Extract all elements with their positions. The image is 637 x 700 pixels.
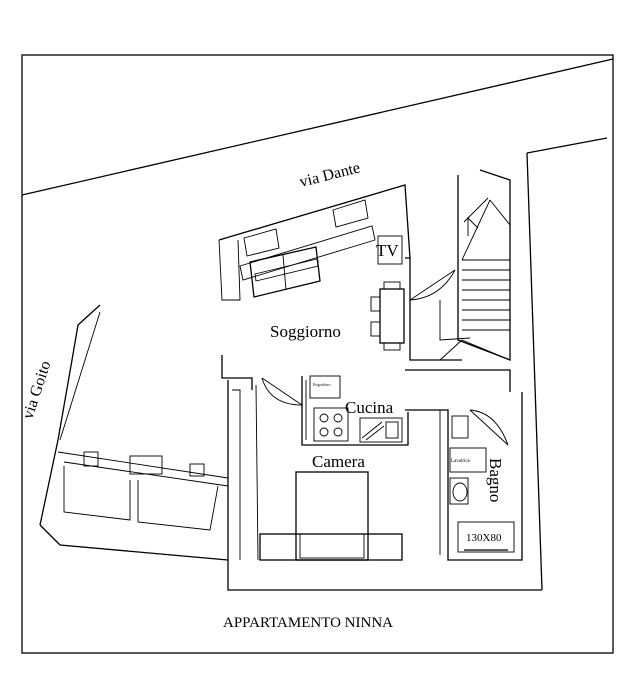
- stove: [313, 407, 349, 442]
- fridge: [309, 375, 341, 399]
- sink: [359, 417, 403, 443]
- dining-table: [370, 281, 405, 351]
- apartment-outer-walls: [218, 184, 542, 591]
- kitchen: [261, 375, 409, 446]
- living-room-walls: [405, 257, 511, 392]
- window-boxes: [239, 199, 376, 281]
- fridge-label: Frigorifero: [313, 382, 331, 387]
- shower-label: 130X80: [466, 532, 502, 544]
- tv-label: TV: [376, 241, 399, 260]
- washbasin: [451, 415, 469, 439]
- sofa: [249, 246, 321, 298]
- tv-unit: [377, 235, 403, 265]
- washing-machine: [449, 447, 487, 473]
- room-label-soggiorno: Soggiorno: [270, 322, 341, 341]
- room-label-cucina: Cucina: [345, 398, 394, 417]
- street-label-dante: via Dante: [298, 159, 362, 190]
- shower: [457, 521, 515, 553]
- drawing-frame: [21, 54, 614, 654]
- left-wing: [39, 304, 229, 561]
- bathroom: [405, 392, 523, 561]
- washer-label: Lavatrice: [451, 459, 471, 464]
- room-label-camera: Camera: [312, 452, 365, 471]
- toilet: [449, 477, 469, 505]
- bed: [259, 471, 403, 561]
- staircase: [439, 169, 511, 361]
- street-edge-dante: [21, 58, 614, 196]
- plan-title: APPARTAMENTO NINNA: [223, 615, 393, 631]
- room-label-bagno: Bagno: [486, 458, 505, 502]
- right-building-edge: [526, 137, 608, 591]
- street-label-goito: via Goito: [20, 359, 55, 421]
